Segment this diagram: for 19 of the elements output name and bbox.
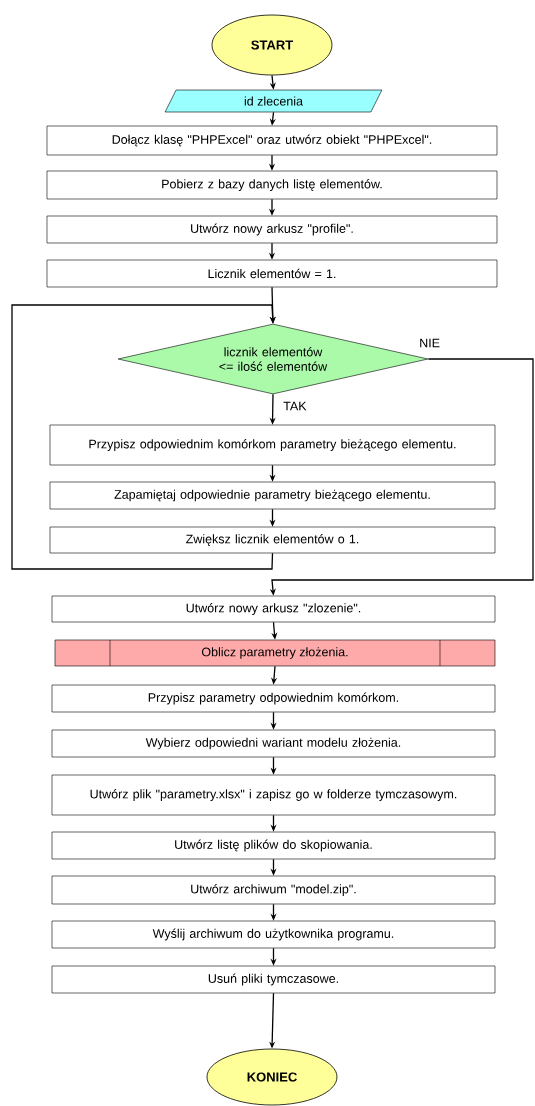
process-box: Utwórz nowy arkusz "profile". (46, 215, 498, 244)
process-box: Usuń pliki tymczasowe. (51, 965, 496, 994)
edge-label: TAK (283, 401, 307, 411)
process-box: Utwórz plik "parametry.xlsx" i zapisz go w folderze tymczasowym. (51, 774, 496, 816)
process-box: Zwiększ licznik elementów o 1. (49, 526, 496, 554)
process-box: Utwórz nowy arkusz "zlozenie". (51, 595, 496, 623)
process-box: Przypisz parametry odpowiednim komórkom. (51, 684, 496, 713)
subprocess-box: Oblicz parametry złożenia. (54, 639, 496, 667)
process-box: Wyślij archiwum do użytkownika programu. (51, 920, 496, 949)
process-box: Pobierz z bazy danych listę elementów. (46, 170, 498, 200)
input-parallelogram: id zlecenia (164, 89, 383, 113)
process-box: Zapamiętaj odpowiednie parametry bieżącego elementu. (49, 481, 496, 510)
process-box: Wybierz odpowiedni wariant modelu złożenia. (51, 729, 496, 758)
process-box: Dołącz klasę "PHPExcel" oraz utwórz obiekt "PHPExcel". (46, 125, 498, 156)
process-box: Utwórz listę plików do skopiowania. (51, 831, 496, 860)
process-box: Przypisz odpowiednim komórkom parametry bieżącego elementu. (49, 424, 496, 466)
process-box: Utwórz archiwum "model.zip". (51, 875, 496, 905)
arrow (11, 304, 276, 570)
process-box: Licznik elementów = 1. (46, 259, 498, 288)
